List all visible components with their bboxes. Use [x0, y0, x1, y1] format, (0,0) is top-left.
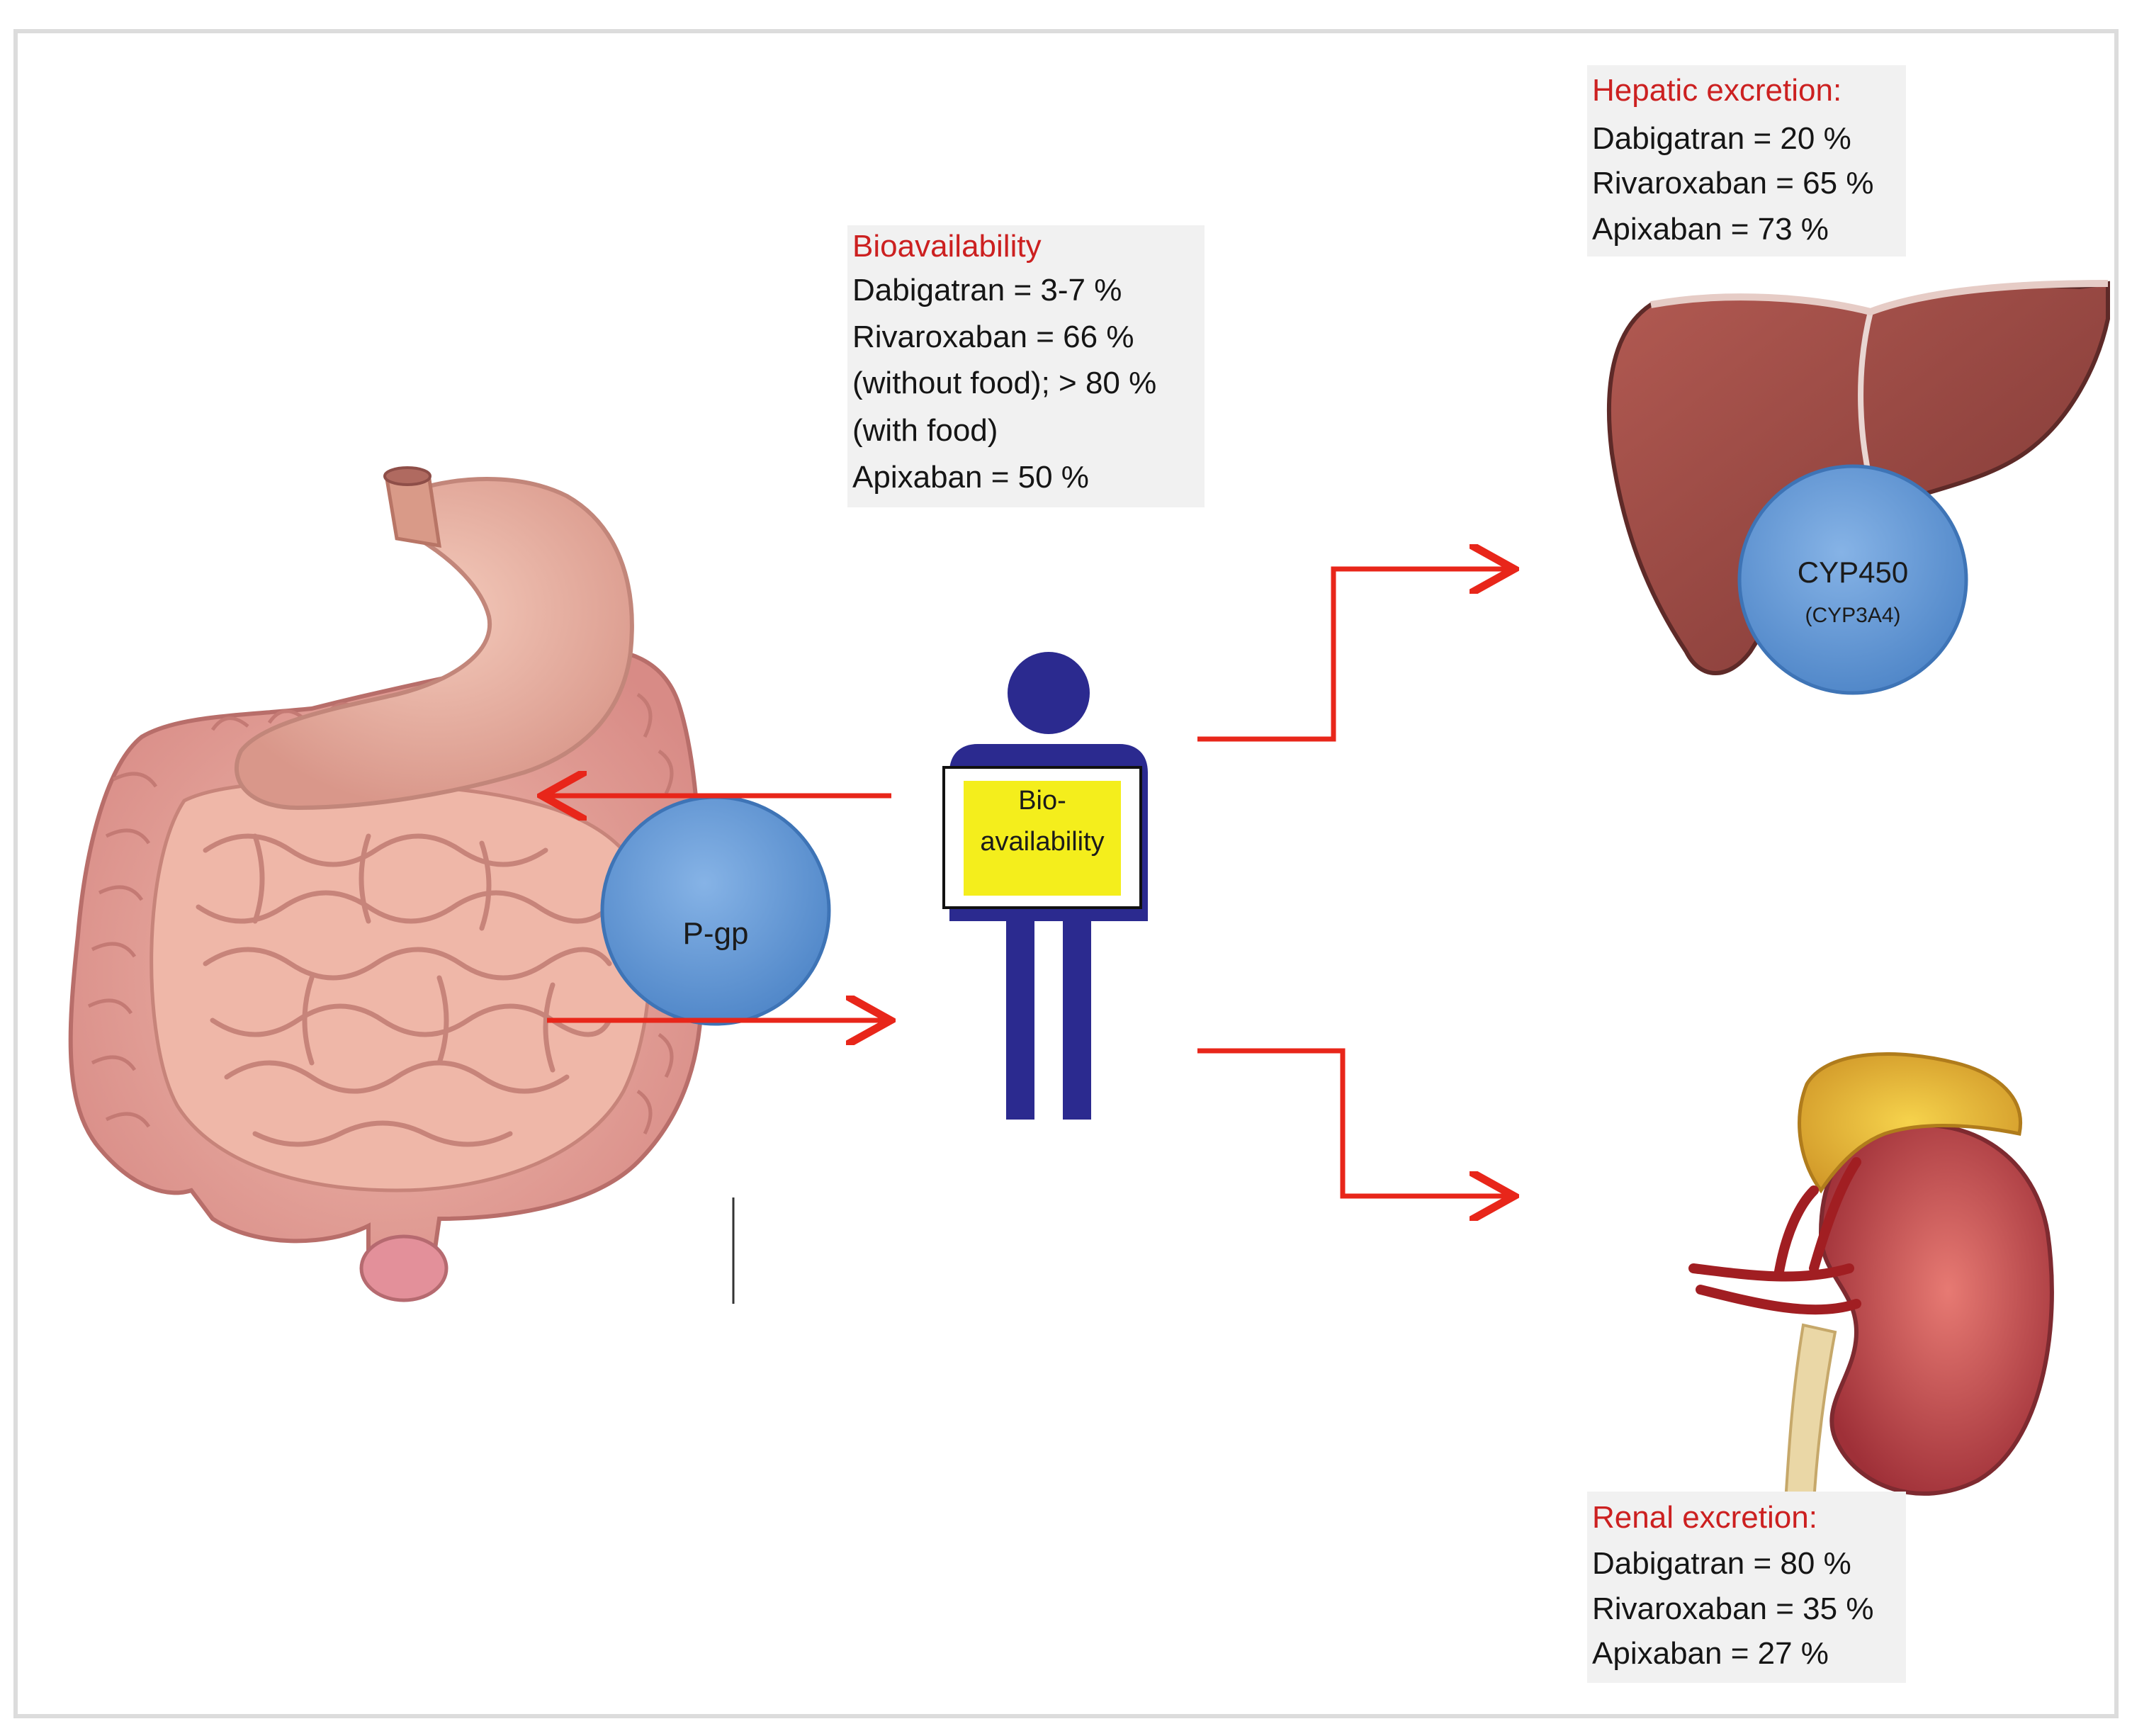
- renal-heading: Renal excretion:: [1592, 1500, 1817, 1535]
- renal-line-1: Dabigatran = 80 %: [1592, 1546, 1851, 1581]
- hepatic-text-bg: [1587, 65, 1906, 257]
- hepatic-heading: Hepatic excretion:: [1592, 73, 1841, 108]
- arrow-to-kidney: [1197, 1048, 1509, 1196]
- hepatic-line-1: Dabigatran = 20 %: [1592, 121, 1851, 156]
- kidney: [1818, 1122, 2054, 1496]
- renal-line-3: Apixaban = 27 %: [1592, 1636, 1829, 1671]
- bioavailability-text-block: Bioavailability Dabigatran = 3-7 % Rivar…: [847, 225, 1205, 507]
- cyp450-label: CYP450: [1798, 556, 1908, 589]
- person-sign-fill: [964, 781, 1121, 896]
- renal-text-bg: [1587, 1492, 1906, 1683]
- stomach: [235, 477, 634, 811]
- bioavailability-line-2: Rivaroxaban = 66 %: [852, 320, 1134, 354]
- person-sign-line1: Bio-: [1018, 786, 1066, 816]
- hepatic-text-block: Hepatic excretion: Dabigatran = 20 % Riv…: [1587, 65, 1906, 257]
- hepatic-line-2: Rivaroxaban = 65 %: [1592, 166, 1873, 201]
- renal-vessels: [1688, 1157, 1861, 1315]
- arrow-to-liver: [1197, 569, 1509, 742]
- hepatic-line-3: Apixaban = 73 %: [1592, 212, 1829, 247]
- renal-line-2: Rivaroxaban = 35 %: [1592, 1591, 1873, 1626]
- esophagus-opening: [383, 466, 432, 486]
- cyp3a4-label: (CYP3A4): [1805, 604, 1900, 627]
- small-intestine: [150, 780, 652, 1193]
- adrenal-gland: [1798, 1052, 2022, 1194]
- person-figure: Bio- availability: [942, 652, 1148, 1120]
- frame-border: [13, 29, 2119, 1718]
- cyp450-circle: [1737, 464, 1968, 695]
- liver-illustration: CYP450 (CYP3A4): [1606, 280, 2110, 695]
- bioavailability-line-4: (with food): [852, 413, 998, 448]
- pgp-transporter: P-gp: [600, 795, 831, 1026]
- pgp-circle: [600, 795, 831, 1026]
- bioavailability-line-3: (without food); > 80 %: [852, 366, 1156, 400]
- bioavailability-text-bg: [847, 225, 1205, 507]
- liver-top-edge: [1650, 280, 2109, 316]
- renal-text-block: Renal excretion: Dabigatran = 80 % Rivar…: [1587, 1492, 1906, 1683]
- kidney-illustration: [1688, 1052, 2054, 1504]
- bioavailability-line-5: Apixaban = 50 %: [852, 460, 1089, 495]
- ureter: [1783, 1323, 1837, 1504]
- pgp-label: P-gp: [683, 916, 749, 951]
- small-intestine-loops: [196, 833, 612, 1147]
- person-head: [1008, 652, 1090, 734]
- bioavailability-line-1: Dabigatran = 3-7 %: [852, 273, 1122, 308]
- bioavailability-heading: Bioavailability: [852, 229, 1042, 264]
- rectum: [359, 1234, 449, 1302]
- person-sign-line2: availability: [980, 827, 1104, 857]
